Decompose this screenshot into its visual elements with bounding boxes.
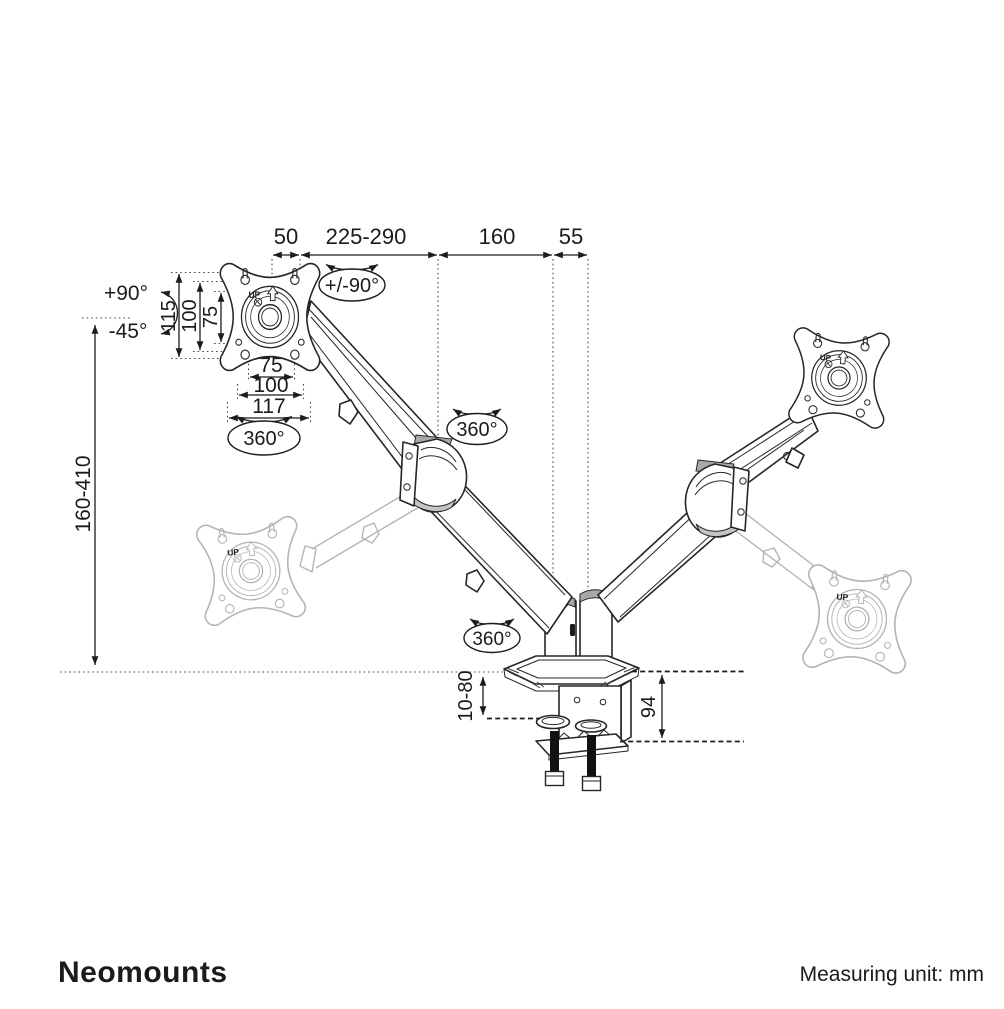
rotation-symbols: 360° +/-90° 360° 360° xyxy=(227,263,521,654)
tilt-up-label: +90° xyxy=(104,282,148,305)
rotation-plate-label: 360° xyxy=(243,428,284,450)
ghost-vesa-plate-right xyxy=(801,563,913,675)
mount-artwork xyxy=(219,262,891,792)
ghost-vesa-plate-left xyxy=(195,515,307,627)
clamp-bolt-right xyxy=(581,735,602,792)
rotation-arm-label: 360° xyxy=(456,419,497,441)
clamp-dimensions: 10-80 94 xyxy=(455,670,744,743)
clamp-pad-left xyxy=(535,714,571,730)
measuring-unit-note: Measuring unit: mm xyxy=(800,963,984,986)
rotation-arm: 360° xyxy=(446,408,508,446)
dim-label-base-height: 94 xyxy=(638,696,660,718)
clamp-jaw xyxy=(535,733,629,756)
swivel-symbol: +/-90° xyxy=(318,263,386,302)
rotation-plate: 360° xyxy=(227,415,301,456)
tilt-down-label: -45° xyxy=(109,320,148,343)
swivel-label: +/-90° xyxy=(325,275,379,297)
vesa-plate-left xyxy=(219,262,321,372)
brand-logo: Neomounts xyxy=(58,956,228,989)
dim-label-55: 55 xyxy=(559,224,583,249)
dim-label-75v: 75 xyxy=(200,306,222,328)
dim-label-117: 117 xyxy=(252,395,285,418)
base-plate xyxy=(503,655,640,692)
dim-label-100h: 100 xyxy=(253,374,288,397)
rotation-base-label: 360° xyxy=(472,629,511,650)
desk-clamp xyxy=(535,679,632,792)
rotation-base: 360° xyxy=(463,618,521,654)
elbow-joint-left xyxy=(399,434,468,513)
dim-label-115: 115 xyxy=(158,300,180,332)
clamp-pad-right xyxy=(574,719,608,733)
elbow-joint-right xyxy=(684,459,750,538)
dim-label-100v: 100 xyxy=(179,299,201,332)
dim-label-clamp-thickness: 10-80 xyxy=(455,670,477,721)
clamp-bolt-left xyxy=(544,731,565,787)
dim-label-75h: 75 xyxy=(259,354,282,377)
dim-label-50: 50 xyxy=(274,224,298,249)
dimension-scaffolding: 50 225-290 160 55 +90° -45° 160-410 115 … xyxy=(60,224,589,673)
dim-label-160: 160 xyxy=(479,224,516,249)
vesa-plate-right xyxy=(787,326,891,430)
dim-label-225-290: 225-290 xyxy=(326,224,407,249)
dim-label-height-range: 160-410 xyxy=(72,455,95,532)
